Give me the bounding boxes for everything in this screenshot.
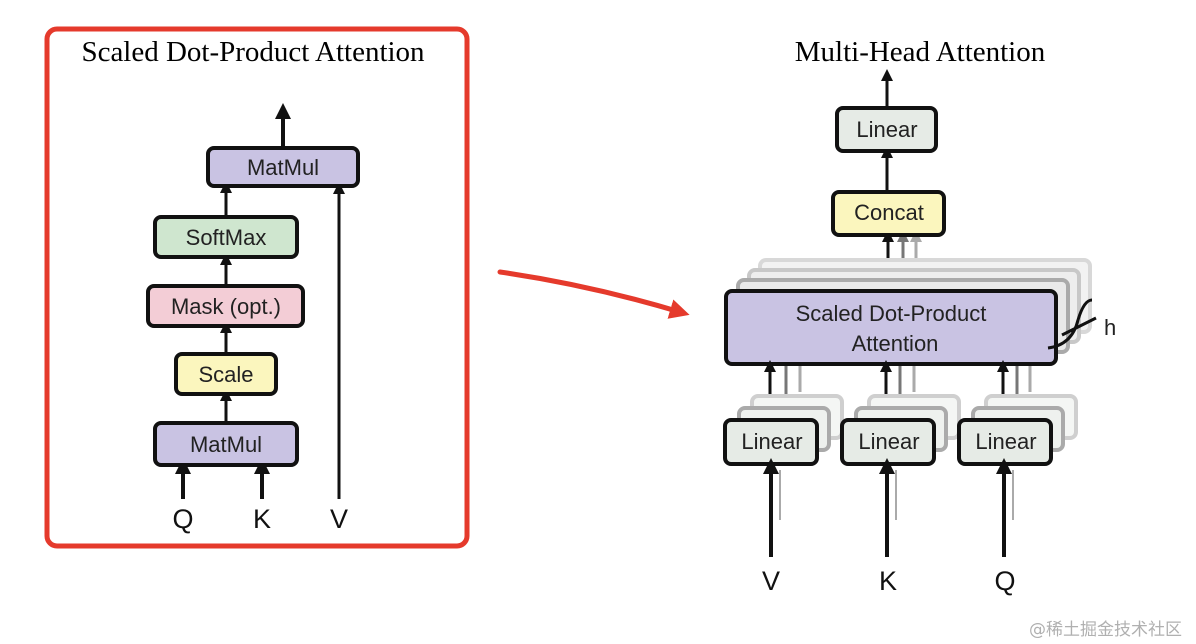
red-connector-arrow	[497, 269, 690, 319]
matmul-top-label: MatMul	[247, 155, 319, 180]
right-panel: Multi-Head Attention Scaled Dot-Product …	[723, 36, 1116, 596]
heads-bracket	[1047, 298, 1097, 350]
input-q-label: Q	[172, 504, 193, 534]
left-panel: Scaled Dot-Product Attention MatMul Soft…	[44, 26, 470, 549]
softmax-box: SoftMax	[153, 215, 299, 259]
scale-box: Scale	[174, 352, 278, 396]
scale-label: Scale	[198, 362, 253, 387]
watermark: @稀土掘金技术社区	[1029, 620, 1182, 640]
linear-top-label: Linear	[856, 117, 917, 142]
heads-label: h	[1104, 315, 1116, 340]
highlight-frame	[44, 26, 470, 549]
attention-box: Scaled Dot-Product Attention	[724, 289, 1058, 366]
attention-label-line1: Scaled Dot-Product	[796, 301, 987, 326]
linear-v-box: Linear	[723, 418, 819, 466]
left-panel-title: Scaled Dot-Product Attention	[81, 36, 425, 68]
mha-input-k-label: K	[879, 566, 897, 596]
linear-q-label: Linear	[975, 429, 1036, 454]
linear-q-box: Linear	[957, 418, 1053, 466]
linear-top-box: Linear	[835, 106, 938, 153]
matmul-bottom-label: MatMul	[190, 432, 262, 457]
matmul-bottom-box: MatMul	[153, 421, 299, 467]
input-v-label: V	[330, 504, 348, 534]
mask-box: Mask (opt.)	[146, 284, 305, 328]
attention-label-line2: Attention	[852, 331, 939, 356]
linear-k-box: Linear	[840, 418, 936, 466]
right-panel-title: Multi-Head Attention	[795, 36, 1046, 68]
softmax-label: SoftMax	[186, 225, 267, 250]
mha-input-v-label: V	[762, 566, 780, 596]
input-k-label: K	[253, 504, 271, 534]
linear-k-label: Linear	[858, 429, 919, 454]
concat-label: Concat	[854, 200, 924, 225]
mha-input-q-label: Q	[994, 566, 1015, 596]
concat-box: Concat	[831, 190, 946, 237]
linear-v-label: Linear	[741, 429, 802, 454]
matmul-top-box: MatMul	[206, 146, 360, 188]
mask-label: Mask (opt.)	[171, 294, 281, 319]
